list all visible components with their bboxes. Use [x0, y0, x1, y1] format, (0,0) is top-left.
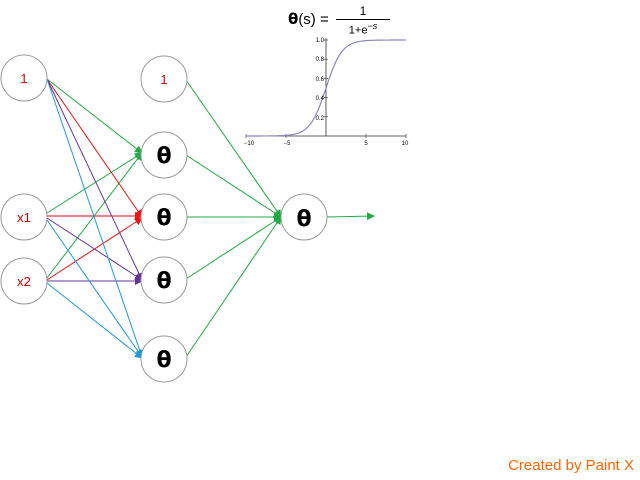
hidden-node-1 [140, 131, 188, 179]
edge-in-bias-h2 [46, 78, 143, 218]
formula-theta: θ [288, 10, 299, 28]
edge-in-x2-h4 [46, 282, 143, 359]
hidden-node-bias [140, 55, 188, 103]
edge-h3-out [185, 216, 282, 280]
formula-denominator: 1+e−s [336, 20, 390, 37]
input-node-x2 [0, 257, 48, 305]
edge-h-bias-out [185, 79, 282, 218]
edge-in-x1-h1 [46, 152, 143, 214]
hidden-layer: 1 θ θ θ θ [140, 55, 188, 383]
output-node-label: θ [296, 207, 311, 232]
edge-h1-out [185, 154, 282, 218]
input-layer: 1 x1 x2 [0, 54, 48, 305]
sigmoid-ytick-02: 0.2 [316, 116, 325, 122]
hidden-node-2 [140, 193, 188, 241]
hidden-node-3-label: θ [156, 269, 171, 294]
sigmoid-xtick-5: 5 [364, 141, 368, 147]
edge-in-x1-h4 [46, 219, 143, 358]
input-node-x1-label: x1 [17, 210, 31, 225]
input-node-x1 [0, 193, 48, 241]
sigmoid-ytick-06: 0.6 [316, 77, 325, 83]
edge-in-bias-h1 [46, 78, 143, 154]
input-node-bias [0, 54, 48, 102]
credit-text: Created by Paint X [508, 457, 634, 474]
formula-fraction: 1 1+e−s [336, 4, 390, 37]
sigmoid-xtick-10: 10 [402, 141, 409, 147]
edge-in-x1-h3 [46, 217, 143, 281]
sigmoid-ticks [245, 39, 407, 138]
sigmoid-formula: θ(s) = 1 1+e−s [284, 4, 394, 40]
hidden-node-1-label: θ [156, 144, 171, 169]
sigmoid-curve [246, 39, 406, 137]
sigmoid-plot: −10 −5 5 10 1.0 0.8 0.6 0.4 0.2 [244, 38, 409, 147]
formula-numerator: 1 [336, 4, 390, 20]
formula-denominator-base: 1+e [348, 24, 368, 37]
hidden-to-output-edges [185, 79, 375, 358]
edge-in-bias-h3 [46, 78, 143, 281]
output-node [280, 193, 328, 241]
formula-exponent: −s [367, 21, 378, 31]
input-node-bias-label: 1 [20, 71, 27, 86]
edge-out-arrow [326, 212, 375, 221]
input-node-x2-label: x2 [17, 274, 31, 289]
sigmoid-xtick-m10: −10 [244, 141, 255, 147]
output-layer: θ [280, 193, 328, 241]
edge-in-bias-h4 [46, 78, 144, 358]
sigmoid-xtick-m5: −5 [284, 141, 292, 147]
input-to-hidden-edges [46, 78, 144, 359]
sigmoid-ytick-04: 0.4 [316, 96, 325, 102]
edge-h4-out [185, 216, 282, 358]
hidden-node-bias-label: 1 [160, 72, 167, 87]
formula-arg: (s) = [298, 11, 329, 28]
hidden-node-2-label: θ [156, 206, 171, 231]
hidden-node-3 [140, 256, 188, 304]
sigmoid-ytick-1: 1.0 [316, 38, 325, 44]
formula-lhs: θ(s) = [288, 10, 329, 28]
sigmoid-ytick-08: 0.8 [316, 57, 325, 63]
hidden-node-4-label: θ [156, 348, 171, 373]
hidden-node-4 [140, 335, 188, 383]
